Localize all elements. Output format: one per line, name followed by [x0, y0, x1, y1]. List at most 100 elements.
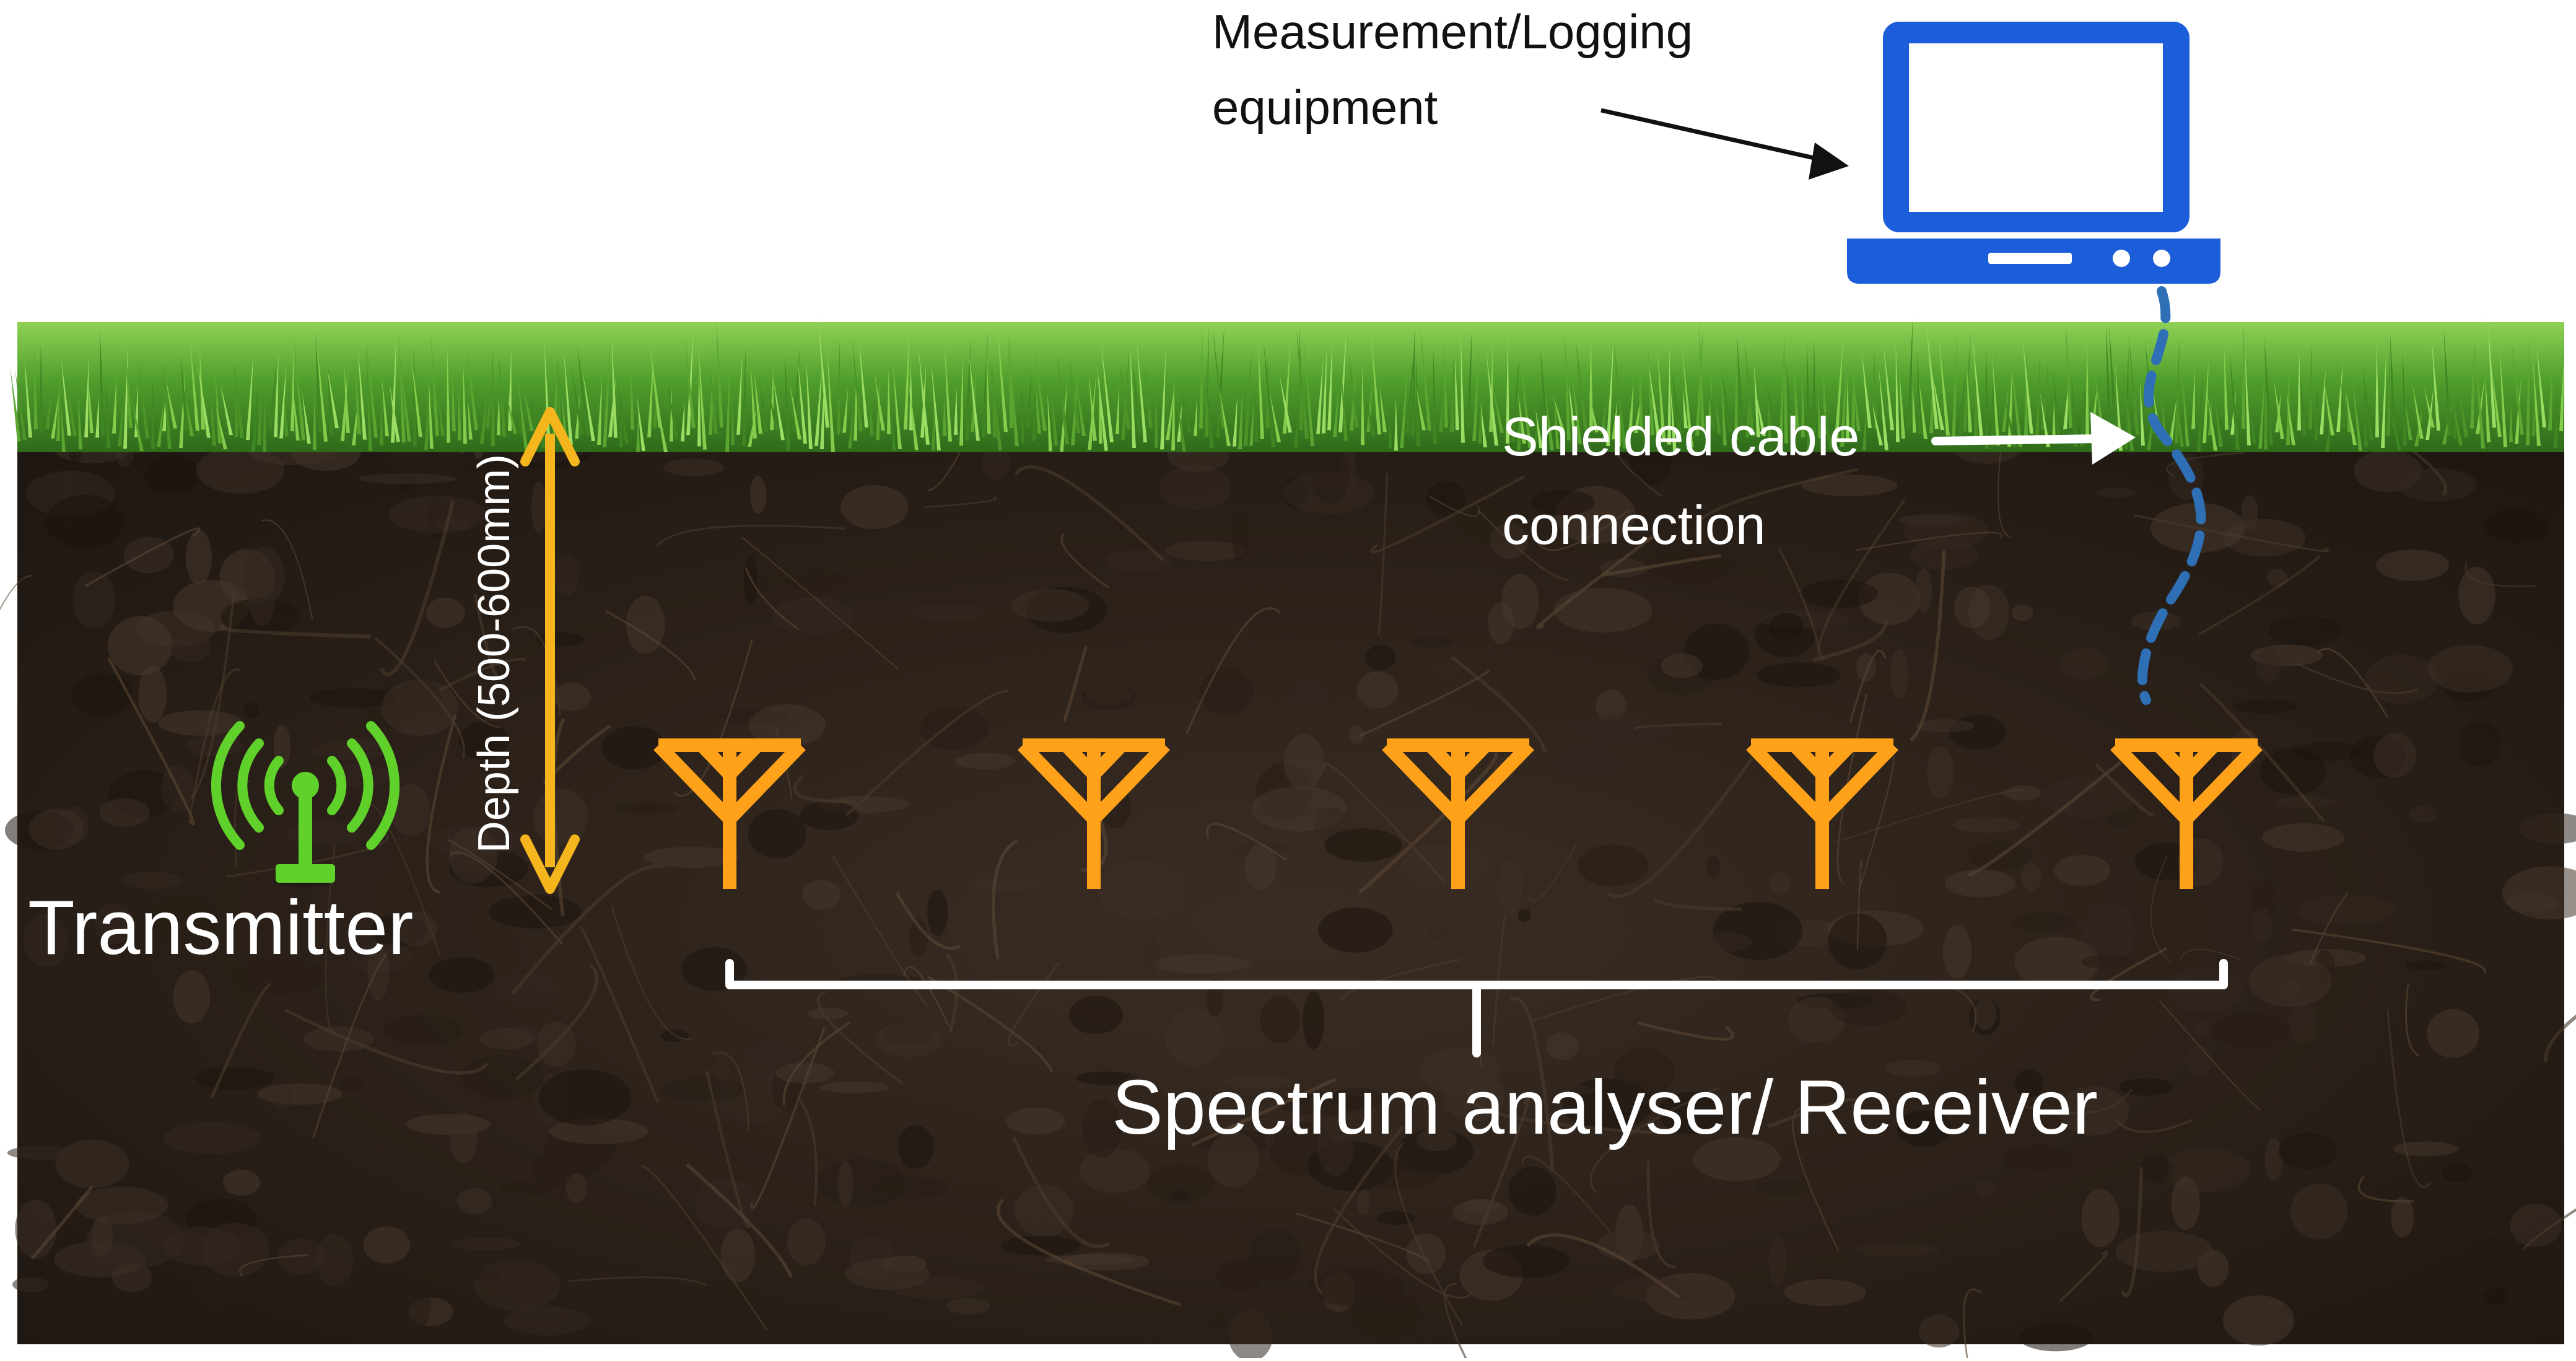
grass-blade [189, 335, 199, 431]
soil-root [434, 660, 500, 729]
soil-clump [119, 1077, 212, 1118]
grass-blade [1411, 328, 1415, 436]
soil-clump [23, 913, 69, 967]
grass-blade [429, 378, 434, 449]
grass-blade [2010, 348, 2022, 447]
grass-blade [95, 396, 99, 438]
soil-clump [1942, 925, 1972, 979]
soil-root [1332, 1207, 1474, 1299]
grass-blade [1737, 333, 1744, 431]
soil-clump [2393, 1141, 2458, 1157]
grass-blade [424, 385, 429, 450]
grass-blade [2511, 341, 2524, 435]
grass-blade [736, 356, 743, 435]
soil-clump [1952, 816, 2020, 833]
soil-clump [2212, 1012, 2292, 1049]
soil-root [712, 1051, 750, 1131]
grass-blade [61, 357, 71, 436]
grass-blade [1132, 362, 1142, 434]
soil-clump [1517, 908, 1532, 922]
soil-root [902, 966, 950, 1026]
soil-clump [2535, 969, 2549, 992]
grass-blade [2344, 388, 2357, 445]
soil-clump [1264, 1100, 1277, 1150]
grass-blade [2470, 341, 2474, 429]
grass-blade [1899, 370, 1905, 439]
soil-clump [2081, 954, 2134, 969]
grass-blade [848, 402, 854, 449]
soil-clump [1001, 1236, 1081, 1256]
soil-root [30, 1185, 94, 1260]
grass-blade [2403, 349, 2407, 446]
soil-root [439, 658, 526, 692]
grass-blade [2452, 395, 2463, 445]
grass-blade [1069, 357, 1080, 433]
grass-blade [1589, 322, 1593, 432]
soil-root [1358, 670, 1490, 738]
grass-blade [1416, 357, 1420, 447]
grass-blade [1155, 375, 1158, 448]
grass-blade [1021, 384, 1024, 443]
soil-root [845, 689, 1009, 817]
soil-clump [496, 973, 560, 1003]
soil-root [1635, 722, 1722, 730]
equipment-label-line2: equipment [1212, 80, 1438, 134]
grass-blade [447, 344, 450, 443]
grass-blade [1088, 372, 1097, 441]
grass-blade [198, 365, 211, 438]
soil-clump [679, 1282, 756, 1307]
grass-blade [889, 396, 896, 451]
soil-clump [549, 1118, 648, 1145]
soil-clump [2510, 1204, 2562, 1247]
soil-clump [72, 571, 116, 629]
grass-blade [15, 370, 27, 440]
grass-blade [2024, 343, 2028, 436]
soil-clump [758, 577, 775, 592]
grass-blade [366, 341, 378, 438]
soil-root [1602, 554, 1721, 577]
grass-blade [943, 396, 946, 436]
soil-clump [552, 554, 580, 596]
soil-clump [383, 1014, 463, 1046]
grass-blade [931, 362, 941, 451]
grass-blade [2405, 402, 2412, 440]
soil-clump [626, 595, 665, 655]
grass-blade [959, 351, 963, 446]
grass-blade [1682, 390, 1688, 429]
grass-blade [2499, 344, 2507, 447]
soil-clump [840, 485, 909, 530]
soil-root [2198, 555, 2321, 636]
grass-blade [1926, 323, 1939, 429]
soil-root [1536, 533, 1656, 629]
soil-clump [2233, 699, 2297, 714]
soil-root [473, 594, 499, 678]
grass-blade [2161, 388, 2167, 444]
grass-blade [797, 359, 807, 444]
grass-blade [220, 383, 233, 435]
soil-clump [164, 1122, 261, 1154]
grass-blade [452, 359, 456, 432]
soil-root [1537, 510, 1629, 551]
grass-blade [990, 359, 1002, 451]
grass-blade [1721, 377, 1727, 446]
grass-blade [1166, 385, 1175, 440]
grass-blade [1517, 392, 1526, 444]
grass-blade [1405, 347, 1415, 433]
grass-blade [438, 395, 445, 437]
soil-root [1394, 1142, 1464, 1326]
soil-root [2523, 1208, 2576, 1250]
grass-blade [2559, 356, 2564, 431]
grass-blade [1255, 393, 1259, 442]
soil-clump [1918, 1315, 1959, 1348]
soil-clump [1124, 1065, 1189, 1114]
grass-blade [725, 352, 730, 452]
soil-root [1191, 1077, 1337, 1147]
soil-clump [55, 1139, 129, 1189]
grass-blade [1181, 390, 1192, 433]
soil-root [1856, 859, 1862, 951]
soil-root [226, 832, 389, 878]
soil-clump [144, 455, 202, 494]
grass-blade [619, 397, 623, 447]
soil-clump [2484, 1286, 2508, 1304]
grass-blade [65, 372, 77, 437]
